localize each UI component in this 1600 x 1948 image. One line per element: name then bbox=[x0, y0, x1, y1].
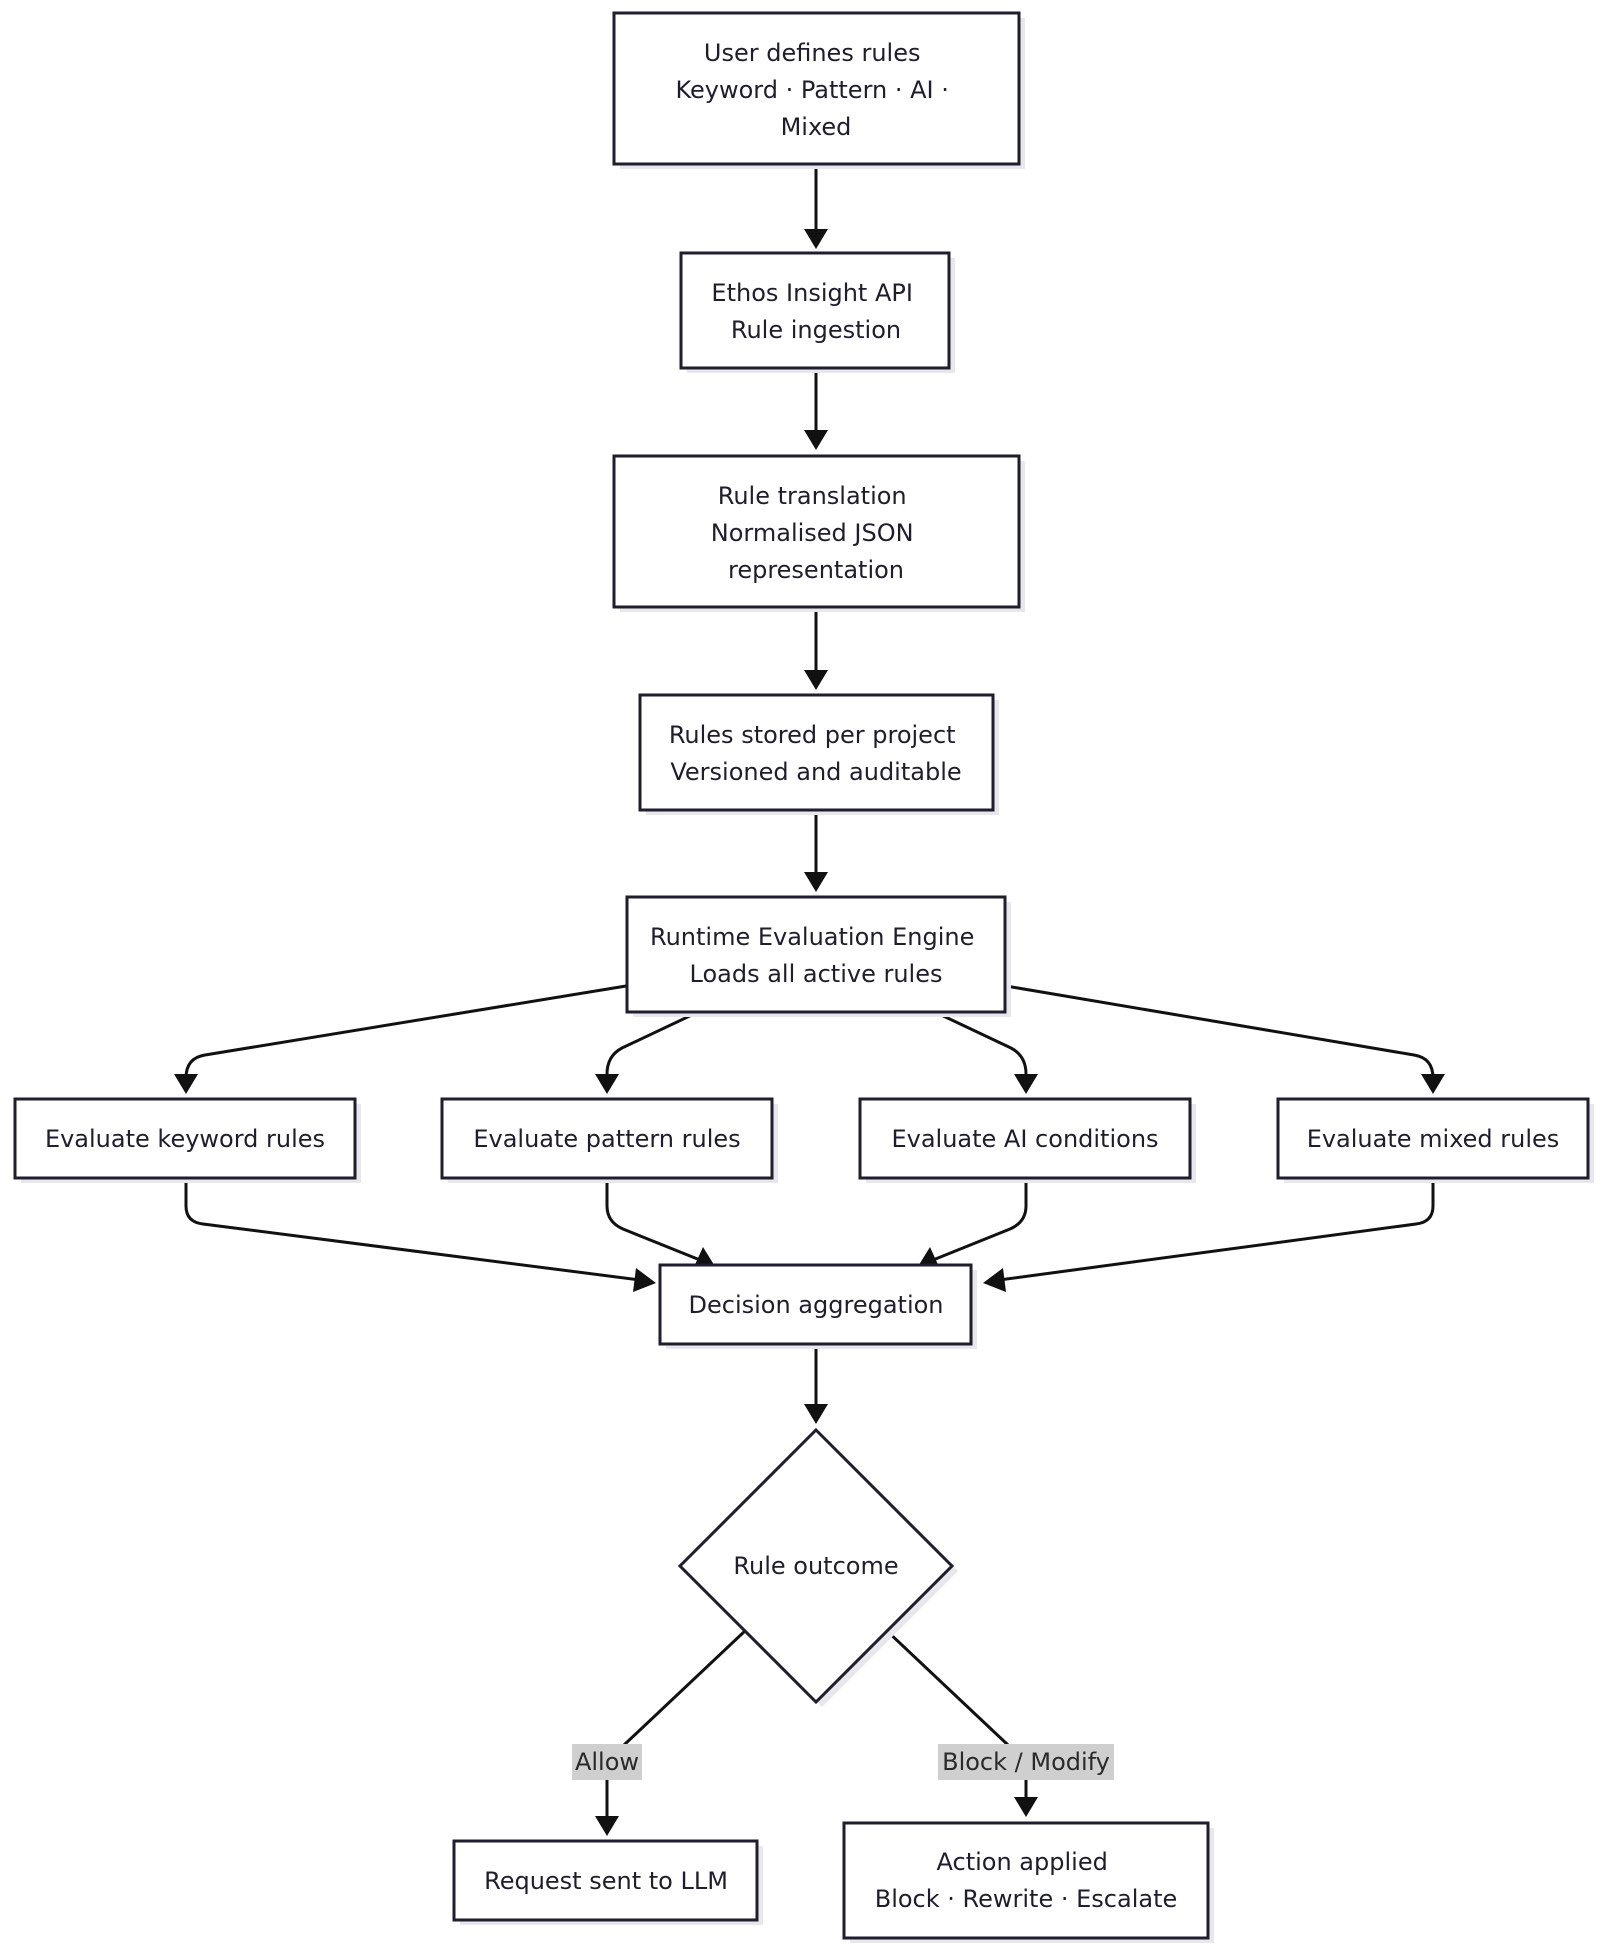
edge-keyword-to-aggregation bbox=[184, 1178, 656, 1292]
node-action-line-2: Block · Rewrite · Escalate bbox=[875, 1885, 1178, 1913]
node-engine-line-1: Runtime Evaluation Engine bbox=[650, 923, 974, 951]
svg-text:Evaluate keyword rules: Evaluate keyword rules bbox=[45, 1125, 325, 1153]
node-define-rules-line-3: Mixed bbox=[781, 113, 852, 141]
node-translation: Rule translation Normalised JSON represe… bbox=[612, 454, 1025, 612]
node-engine-line-2: Loads all active rules bbox=[690, 960, 943, 988]
node-api-line-1: Ethos Insight API bbox=[711, 279, 913, 307]
svg-text:Rule translation Norma: Rule translation Normalised JSON represe… bbox=[711, 482, 921, 584]
svg-text:User defines rules Key: User defines rules Keyword · Pattern · A… bbox=[675, 39, 956, 141]
node-sent-llm: Request sent to LLM bbox=[452, 1839, 763, 1925]
edge-outcome-to-llm bbox=[595, 1628, 748, 1836]
svg-text:Action applied Block ·: Action applied Block · Rewrite · Escalat… bbox=[875, 1848, 1178, 1913]
node-stored-line-1: Rules stored per project bbox=[669, 721, 956, 749]
svg-text:Runtime Evaluation Engine: Runtime Evaluation Engine Loads all acti… bbox=[650, 923, 982, 988]
svg-text:Ethos Insight API Rule: Ethos Insight API Rule ingestion bbox=[711, 279, 920, 344]
svg-text:Request sent to LLM: Request sent to LLM bbox=[484, 1867, 728, 1895]
node-translation-line-1: Rule translation bbox=[718, 482, 907, 510]
edge-label-block-modify: Block / Modify bbox=[938, 1744, 1114, 1780]
edge-engine-to-ai bbox=[936, 1011, 1038, 1094]
svg-text:Decision aggregation: Decision aggregation bbox=[689, 1291, 944, 1319]
node-action-line-1: Action applied bbox=[937, 1848, 1108, 1876]
node-eval-keyword: Evaluate keyword rules bbox=[13, 1097, 361, 1183]
node-aggregation: Decision aggregation bbox=[658, 1263, 977, 1349]
node-define-rules-line-1: User defines rules bbox=[704, 39, 921, 67]
edges bbox=[174, 165, 1445, 1836]
node-eval-mixed-line-1: Evaluate mixed rules bbox=[1307, 1125, 1560, 1153]
edge-label-block-modify-text: Block / Modify bbox=[942, 1748, 1110, 1776]
edge-define-to-api bbox=[804, 165, 828, 249]
node-stored-line-2: Versioned and auditable bbox=[670, 758, 961, 786]
edge-pattern-to-aggregation bbox=[605, 1178, 716, 1269]
node-define-rules: User defines rules Keyword · Pattern · A… bbox=[612, 11, 1025, 169]
node-translation-line-2: Normalised JSON bbox=[711, 519, 914, 547]
edge-outcome-to-action bbox=[884, 1628, 1038, 1817]
edge-aggregation-to-outcome bbox=[804, 1344, 828, 1424]
edge-translation-to-stored bbox=[804, 608, 828, 690]
edge-api-to-translation bbox=[804, 368, 828, 450]
edge-engine-to-pattern bbox=[595, 1011, 697, 1094]
node-eval-pattern: Evaluate pattern rules bbox=[440, 1097, 778, 1183]
node-aggregation-line-1: Decision aggregation bbox=[689, 1291, 944, 1319]
svg-text:Evaluate mixed rules: Evaluate mixed rules bbox=[1307, 1125, 1560, 1153]
edge-label-allow: Allow bbox=[572, 1744, 642, 1780]
node-stored: Rules stored per project Versioned and a… bbox=[638, 693, 999, 815]
svg-text:Rules stored per project: Rules stored per project Versioned and a… bbox=[669, 721, 963, 786]
node-engine: Runtime Evaluation Engine Loads all acti… bbox=[625, 895, 1011, 1017]
edge-label-allow-text: Allow bbox=[575, 1748, 639, 1776]
node-eval-pattern-line-1: Evaluate pattern rules bbox=[473, 1125, 740, 1153]
node-action: Action applied Block · Rewrite · Escalat… bbox=[842, 1821, 1214, 1943]
edge-engine-to-keyword bbox=[174, 984, 627, 1094]
svg-text:Evaluate pattern rules: Evaluate pattern rules bbox=[473, 1125, 740, 1153]
svg-text:Evaluate AI conditions: Evaluate AI conditions bbox=[891, 1125, 1158, 1153]
nodes: User defines rules Keyword · Pattern · A… bbox=[13, 11, 1594, 1943]
edge-mixed-to-aggregation bbox=[983, 1178, 1435, 1292]
node-define-rules-line-2: Keyword · Pattern · AI · bbox=[675, 76, 948, 104]
edge-ai-to-aggregation bbox=[917, 1178, 1028, 1269]
node-sent-llm-line-1: Request sent to LLM bbox=[484, 1867, 728, 1895]
node-eval-ai: Evaluate AI conditions bbox=[858, 1097, 1196, 1183]
node-api: Ethos Insight API Rule ingestion bbox=[679, 251, 955, 373]
edge-stored-to-engine bbox=[804, 810, 828, 892]
node-eval-keyword-line-1: Evaluate keyword rules bbox=[45, 1125, 325, 1153]
node-outcome-line-1: Rule outcome bbox=[733, 1552, 898, 1580]
node-translation-line-3: representation bbox=[728, 556, 904, 584]
node-eval-ai-line-1: Evaluate AI conditions bbox=[891, 1125, 1158, 1153]
node-outcome: Rule outcome bbox=[677, 1427, 958, 1707]
node-api-line-2: Rule ingestion bbox=[731, 316, 901, 344]
edge-engine-to-mixed bbox=[1005, 984, 1445, 1094]
svg-text:Rule outcome: Rule outcome bbox=[733, 1552, 898, 1580]
node-eval-mixed: Evaluate mixed rules bbox=[1276, 1097, 1594, 1183]
